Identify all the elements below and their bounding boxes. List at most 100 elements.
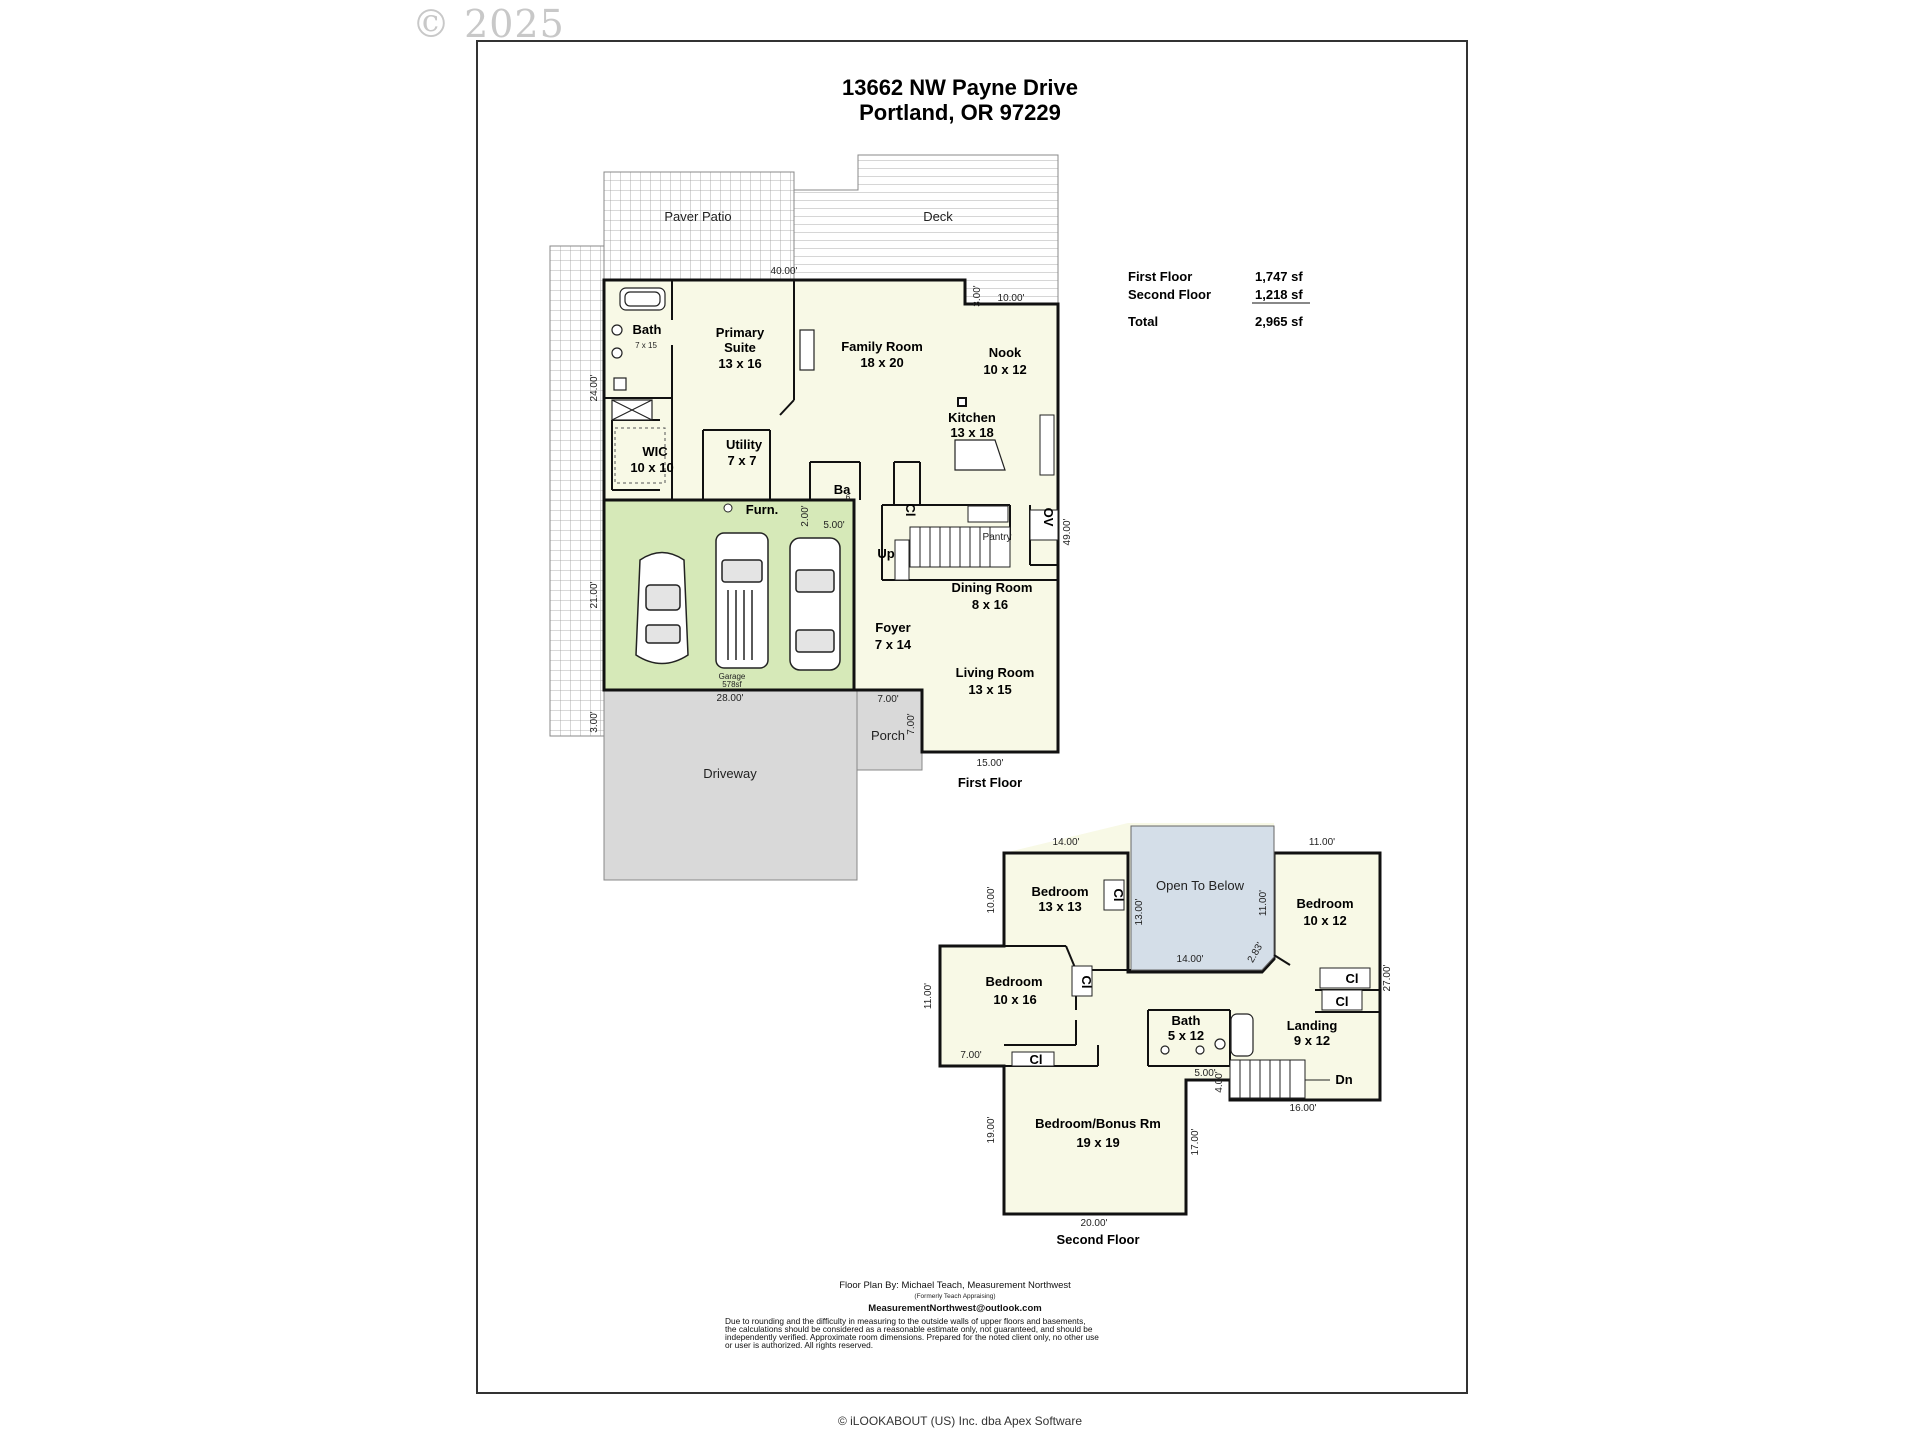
dimension-label: 14.00' [1177,954,1204,965]
wic-size: 10 x 10 [630,460,673,475]
dimension-label: 5.00' [823,520,844,531]
side-walkway [549,245,606,737]
bedroom-10x12-size: 10 x 12 [1303,913,1346,928]
interior-walls [604,280,1058,581]
family-room-label: Family Room [841,339,923,354]
bonus-room-size: 19 x 19 [1076,1135,1119,1150]
bathtub-icon [619,287,666,311]
closet-rod [614,427,666,484]
kitchen-size: 13 x 18 [950,425,993,440]
bath-label: Bath [633,322,662,337]
car-icon [789,537,841,671]
property-address-line2: Portland, OR 97229 [859,100,1061,125]
dimension-label: 4.00' [1214,1071,1225,1092]
family-room-size: 18 x 20 [860,355,903,370]
foyer-label: Foyer [875,620,910,635]
bedroom-13x13-size: 13 x 13 [1038,899,1081,914]
dimension-label: 27.00' [1382,964,1393,991]
dimension-label: 5.00' [1194,1068,1215,1079]
sink-icon [1160,1038,1226,1055]
contact-email: MeasurementNorthwest@outlook.com [868,1303,1041,1314]
porch-label: Porch [871,728,905,743]
dimension-label: 14.00' [1053,837,1080,848]
furnace-label: Furn. [746,502,779,517]
closet-label: Cl [1030,1052,1043,1067]
truck-icon [715,532,769,669]
dimension-label: 17.00' [1190,1128,1201,1155]
summary-second-floor-value: 1,218 sf [1255,287,1303,302]
dimension-label: 11.00' [1258,890,1269,916]
disclaimer-line: independently verified. Approximate room… [725,1332,1099,1342]
summary-second-floor-label: Second Floor [1128,287,1211,302]
stairs-icon [894,526,1011,581]
garage-size: 578sf [722,680,742,689]
dimension-label: 7.00' [906,713,917,734]
disclaimer-line: Due to rounding and the difficulty in me… [725,1316,1086,1326]
sink-icon [611,324,627,391]
open-to-below-label: Open To Below [1156,878,1245,893]
bath-size: 7 x 15 [635,341,657,350]
shower-icon [611,399,653,421]
stairs-icon [1229,1059,1330,1099]
half-bath-label: Ba [834,482,851,497]
dimension-label: 7.00' [960,1050,981,1061]
oven-label: OV [1041,508,1056,527]
credit-line: Floor Plan By: Michael Teach, Measuremen… [839,1280,1071,1291]
upstairs-bath-label: Bath [1172,1013,1201,1028]
closet-label: Cl [1346,971,1359,986]
dimension-label: 28.00' [717,693,744,704]
porch [856,689,923,771]
dining-room-label: Dining Room [952,580,1033,595]
area-summary: First Floor 1,747 sf Second Floor 1,218 … [1128,269,1310,329]
stairs-down-label: Dn [1335,1072,1352,1087]
garage-label: Garage [719,672,746,681]
closet-label: Cl [1111,889,1126,902]
dimension-label: 10.00' [998,293,1025,304]
bedroom-10x12-label: Bedroom [1296,896,1353,911]
appliance-icon [723,414,1059,541]
car-icon [635,551,689,665]
disclaimer-line: or user is authorized. All rights reserv… [725,1340,873,1350]
primary-suite-label-1: Primary [716,325,765,340]
summary-first-floor-label: First Floor [1128,269,1192,284]
summary-total-value: 2,965 sf [1255,314,1303,329]
wic-label: WIC [642,444,668,459]
property-address-line1: 13662 NW Payne Drive [842,75,1078,100]
stairs-up-label: Up [877,546,894,561]
kitchen-island [954,439,1006,471]
dimension-label: 2.00' [800,505,811,526]
deck-label: Deck [923,209,953,224]
nook-size: 10 x 12 [983,362,1026,377]
primary-suite-size: 13 x 16 [718,356,761,371]
utility-size: 7 x 7 [728,453,757,468]
living-room-size: 13 x 15 [968,682,1011,697]
copyright-watermark: © 2025 [412,2,565,46]
dimension-label: 3.00' [972,285,983,306]
half-bath-size: 6 [846,493,851,502]
dimension-label: 7.00' [877,694,898,705]
utility-label: Utility [726,437,763,452]
column-icon [957,397,967,407]
foyer-size: 7 x 14 [875,637,912,652]
bedroom-13x13-label: Bedroom [1031,884,1088,899]
dimension-label: 16.00' [1290,1103,1317,1114]
closet-label: Cl [1336,994,1349,1009]
driveway [603,689,858,881]
dining-room-size: 8 x 16 [972,597,1008,612]
paver-patio-label: Paver Patio [664,209,731,224]
dimension-label: 49.00' [1062,518,1073,545]
paver-patio [603,171,795,281]
kitchen-label: Kitchen [948,410,996,425]
closet-label: Cl [1079,976,1094,989]
first-floor-label: First Floor [958,775,1022,790]
dimension-label: 11.00' [1309,837,1335,848]
dimension-label: 3.00' [589,711,600,732]
open-to-below [1130,825,1275,971]
pantry-label: Pantry [983,532,1012,543]
second-floor-plan: Bedroom 13 x 13 Open To Below Bedroom 10… [923,823,1393,1247]
dimension-label: 19.00' [986,1116,997,1143]
credits-block: Floor Plan By: Michael Teach, Measuremen… [725,1280,1099,1350]
summary-total-label: Total [1128,314,1158,329]
software-footer: © iLOOKABOUT (US) Inc. dba Apex Software [837,1414,1083,1428]
